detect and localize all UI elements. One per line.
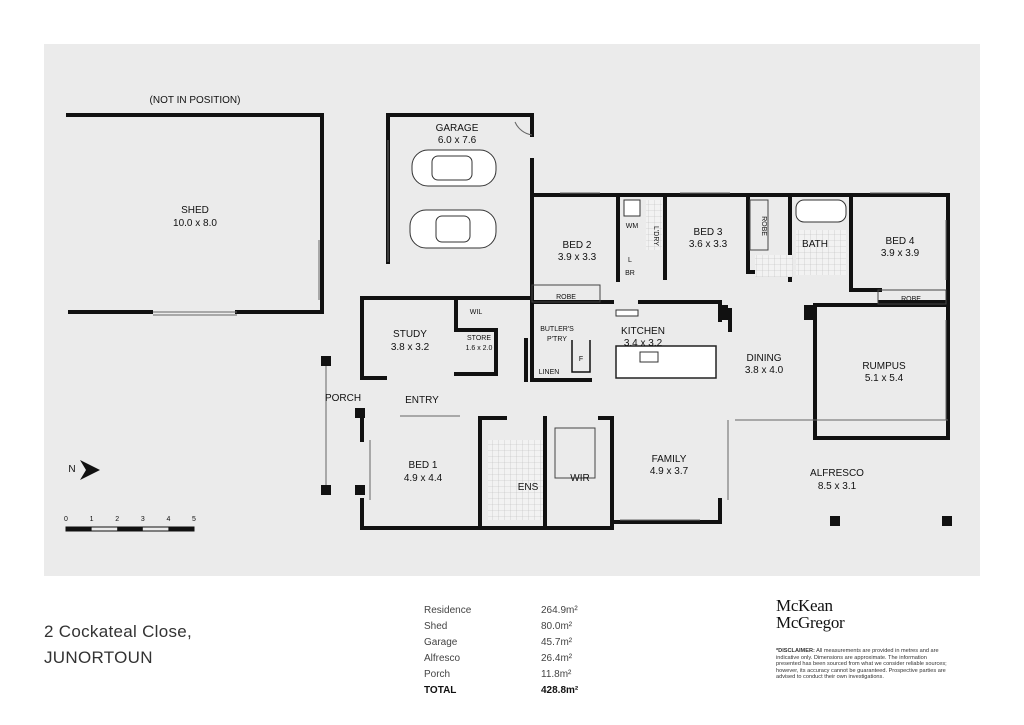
linen-label: LINEN [539, 369, 560, 376]
store-size: 1.6 x 2.0 [466, 345, 493, 352]
bed4-label: BED 4 [886, 236, 915, 247]
area-row: Alfresco 26.4m² [424, 650, 621, 666]
disclaimer-title: *DISCLAIMER: [776, 648, 815, 654]
windows [369, 192, 948, 521]
area-row: Garage 45.7m² [424, 634, 621, 650]
scale-tick: 0 [64, 516, 68, 523]
kitchen-size: 3.4 x 3.2 [624, 338, 663, 349]
l-label: L [628, 257, 632, 264]
robe-bed4-label: ROBE [901, 296, 921, 303]
area-label: Porch [424, 668, 451, 680]
sink-icon [639, 351, 659, 363]
porch-label: PORCH [325, 393, 361, 404]
study-size: 3.8 x 3.2 [391, 342, 430, 353]
scale-tick: 1 [90, 516, 94, 523]
area-total-row: TOTAL 428.8m² [424, 682, 621, 698]
north-arrow-icon [80, 460, 100, 480]
wir-label: WIR [570, 473, 589, 484]
bed3-label: BED 3 [694, 227, 723, 238]
rumpus-size: 5.1 x 5.4 [865, 373, 904, 384]
bed1-label: BED 1 [409, 460, 438, 471]
family-size: 4.9 x 3.7 [650, 466, 689, 477]
rumpus-label: RUMPUS [862, 361, 906, 372]
robes [531, 199, 947, 305]
bed3-size: 3.6 x 3.3 [689, 239, 728, 250]
area-label: Shed [424, 620, 448, 632]
area-row: Residence 264.9m² [424, 602, 621, 618]
ens-label: ENS [518, 482, 539, 493]
family-label: FAMILY [652, 454, 687, 465]
address-line-1: 2 Cockateal Close, [44, 622, 193, 641]
alfresco-size: 8.5 x 3.1 [818, 481, 857, 492]
bed4-size: 3.9 x 3.9 [881, 248, 920, 259]
area-value: 26.4m² [541, 652, 573, 664]
butlers-label: BUTLER'S [540, 326, 574, 333]
disclaimer: *DISCLAIMER: All measurements are provid… [776, 648, 948, 681]
scale-bar: 0 1 2 3 4 5 [64, 516, 196, 532]
shed-label: SHED [181, 205, 209, 216]
dining-size: 3.8 x 4.0 [745, 365, 784, 376]
north-arrow: N [68, 460, 100, 480]
entry-label: ENTRY [405, 395, 439, 406]
north-label: N [68, 464, 75, 475]
disclaimer-text: All measurements are provided in metres … [776, 648, 947, 681]
floor-plan: (NOT IN POSITION) SHED 10.0 x 8.0 GARAGE… [64, 95, 952, 532]
shed-size: 10.0 x 8.0 [173, 218, 217, 229]
brand-line-2: McGregor [776, 613, 845, 632]
porch-posts [321, 305, 952, 526]
bed2-size: 3.9 x 3.3 [558, 252, 597, 263]
bed2-label: BED 2 [563, 240, 592, 251]
store-label: STORE [467, 335, 491, 342]
dining-label: DINING [747, 353, 782, 364]
butlers-label-2: P'TRY [547, 336, 567, 343]
area-value: 11.8m² [541, 668, 572, 680]
robe-bed2-label: ROBE [556, 294, 576, 301]
not-in-position-note: (NOT IN POSITION) [150, 95, 241, 106]
bath-fixtures [488, 199, 847, 520]
car-icon [409, 209, 497, 249]
area-label: Residence [424, 604, 472, 616]
area-row: Shed 80.0m² [424, 618, 621, 634]
area-label: Garage [424, 636, 458, 648]
area-summary: Residence 264.9m² Shed 80.0m² Garage 45.7m²… [424, 602, 621, 698]
car-icon [411, 149, 497, 187]
bath-label: BATH [802, 239, 828, 250]
robe-bed3-label: ROBE [760, 216, 767, 236]
total-value: 428.8m² [541, 684, 579, 696]
address-line-2: JUNORTOUN [44, 648, 153, 667]
wm-label: WM [626, 223, 639, 230]
area-label: Alfresco [424, 652, 461, 664]
br-label: BR [625, 270, 635, 277]
garage-label: GARAGE [436, 123, 479, 134]
kitchen-label: KITCHEN [621, 326, 665, 337]
bed1-size: 4.9 x 4.4 [404, 473, 443, 484]
area-value: 80.0m² [541, 620, 573, 632]
ldry-label: L'DRY [652, 226, 659, 246]
shed [66, 113, 324, 316]
house-walls [360, 193, 950, 530]
garage-size: 6.0 x 7.6 [438, 135, 477, 146]
wil-label: WIL [470, 309, 483, 316]
garage [386, 113, 534, 300]
alfresco-label: ALFRESCO [810, 468, 864, 479]
brand-logo: McKean McGregor [776, 596, 845, 632]
scale-tick: 3 [141, 516, 145, 523]
total-label: TOTAL [424, 684, 457, 696]
scale-tick: 4 [166, 516, 170, 523]
area-row: Porch 11.8m² [424, 666, 621, 682]
brand-line-1: McKean [776, 596, 833, 615]
kitchen-island [615, 345, 717, 379]
area-value: 45.7m² [541, 636, 573, 648]
scale-tick: 2 [115, 516, 119, 523]
area-value: 264.9m² [541, 604, 578, 616]
scale-tick: 5 [192, 516, 196, 523]
fridge-label: F [579, 356, 583, 363]
study-label: STUDY [393, 329, 427, 340]
